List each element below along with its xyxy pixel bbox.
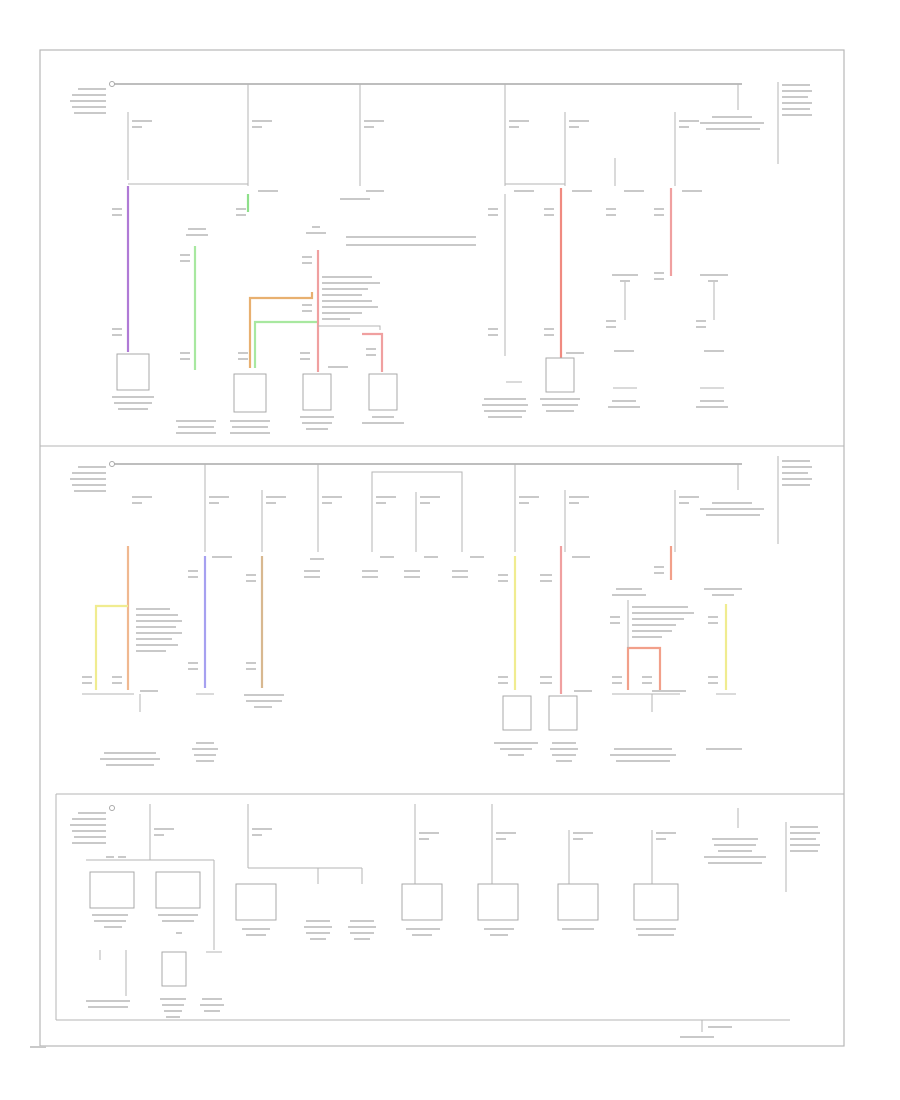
section-3-right-note <box>785 822 820 892</box>
section-1-module-4 <box>368 373 398 411</box>
section-3-relay-1 <box>89 871 135 909</box>
section-1-right-note <box>777 82 812 164</box>
section-3-fuses <box>149 804 766 884</box>
section-1-grey-branch <box>318 325 381 330</box>
section-3 <box>56 804 820 1038</box>
section-2 <box>70 456 812 766</box>
section-2-module-2 <box>548 695 578 731</box>
section-3-relay-2 <box>155 871 201 909</box>
section-1-wire-labels <box>112 190 728 368</box>
section-3-module-6 <box>633 883 679 921</box>
section-1-module-2 <box>233 373 267 413</box>
section-1-pink-wire-2 <box>362 332 384 372</box>
section-1-green-wire-2 <box>253 320 318 368</box>
section-3-bus-terminal <box>109 805 115 811</box>
page-id-mark <box>30 1046 46 1048</box>
section-3-module-2 <box>235 883 277 921</box>
section-2-wire-labels <box>82 556 742 692</box>
diagram-frame <box>39 49 845 1047</box>
section-1-source-label <box>70 88 106 114</box>
section-2-component-names <box>100 694 742 766</box>
section-1-module-3 <box>302 373 332 411</box>
section-1-orange-wire <box>248 292 314 368</box>
section-1 <box>70 81 812 434</box>
section-1-module-1 <box>116 353 150 391</box>
section-1-module-5 <box>545 357 575 393</box>
section-2-module-1 <box>502 695 532 731</box>
section-2-fuses <box>132 464 764 552</box>
section-2-yellow-wire <box>94 604 128 690</box>
section-2-bus-terminal <box>109 461 115 467</box>
section-3-component-names <box>86 856 732 1038</box>
section-3-module-3 <box>401 883 443 921</box>
section-1-bus-terminal <box>109 81 115 87</box>
section-3-source-label <box>70 812 106 844</box>
section-3-module-1 <box>161 951 187 987</box>
section-2-salmon-wire-2 <box>626 646 662 692</box>
section-3-module-4 <box>477 883 519 921</box>
section-2-right-note <box>777 456 812 544</box>
section-1-fuses <box>127 84 764 186</box>
section-2-source-label <box>70 466 106 492</box>
section-3-module-5 <box>557 883 599 921</box>
section-1-component-names <box>112 396 728 434</box>
